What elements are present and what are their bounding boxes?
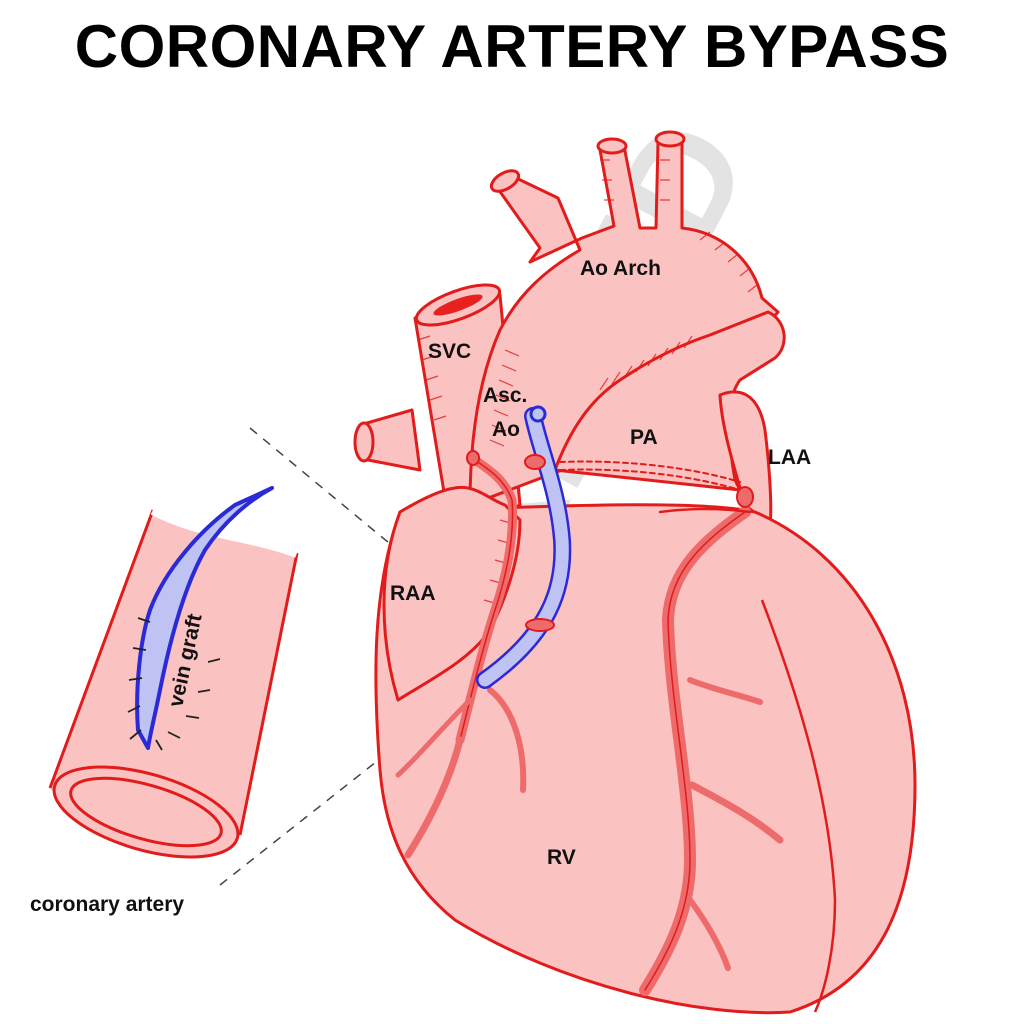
vein-graft-closeup bbox=[127, 486, 274, 751]
suture-marks bbox=[127, 617, 221, 751]
right-pulmonary-stub bbox=[353, 408, 422, 472]
coronary-artery-closeup bbox=[48, 505, 299, 859]
label-asc-line2: Ao bbox=[492, 418, 520, 441]
label-asc-line1: Asc. bbox=[483, 384, 527, 407]
left-atrial-appendage bbox=[718, 390, 773, 527]
label-raa: RAA bbox=[390, 582, 436, 605]
label-coronary-artery: coronary artery bbox=[30, 893, 184, 916]
coronary-arteries bbox=[395, 450, 784, 996]
hatching bbox=[417, 159, 759, 605]
heart-body bbox=[374, 503, 917, 1015]
label-svc: SVC bbox=[428, 340, 471, 363]
label-laa: LAA bbox=[768, 446, 811, 469]
label-ao-arch: Ao Arch bbox=[580, 257, 661, 280]
vein-graft-on-heart bbox=[476, 405, 572, 689]
label-pa: PA bbox=[630, 426, 658, 449]
label-rv: RV bbox=[547, 846, 576, 869]
page-title: CORONARY ARTERY BYPASS bbox=[74, 13, 950, 80]
